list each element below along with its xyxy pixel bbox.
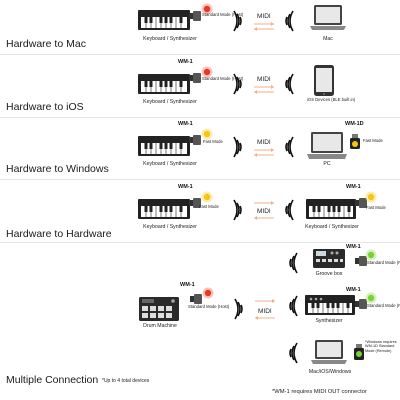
source-device-label: Keyboard / Synthesizer — [143, 161, 197, 167]
target-adapter-label: WM-1 — [346, 287, 361, 293]
row-title: Hardware to Mac — [6, 38, 86, 50]
led-yellow-icon — [365, 191, 377, 203]
wireless-waves-icon — [234, 298, 243, 320]
adapter-icon — [355, 198, 367, 208]
row-title: Hardware to Hardware — [6, 228, 112, 240]
bidirectional-arrow-icon — [254, 85, 274, 94]
bidirectional-arrow-icon — [254, 22, 274, 31]
bidirectional-arrow-icon — [255, 299, 275, 320]
multi-note: *Up to 4 total devices — [102, 378, 150, 384]
dest-adapter-label: WM-1 — [346, 184, 361, 190]
led-yellow-icon — [201, 191, 213, 203]
wireless-waves-icon — [285, 10, 294, 32]
dest-device-label: Keyboard / Synthesizer — [305, 224, 359, 230]
target-device-label: Mac/iOS/Windows — [308, 369, 352, 375]
usb-dongle-icon — [350, 134, 360, 149]
row-title: Multiple Connection — [6, 374, 99, 386]
adapter-icon — [190, 294, 202, 304]
source-mode-text: Standard Mode (Host) — [188, 304, 230, 309]
target-device-label: Groove box — [315, 271, 343, 277]
dest-mode-text: Fast Mode — [363, 138, 383, 143]
dest-device-label: PC — [323, 161, 331, 167]
led-red-icon — [201, 3, 213, 15]
wireless-waves-icon — [285, 199, 294, 221]
adapter-model-label: WM-1 — [180, 282, 195, 288]
source-device-label: Keyboard / Synthesizer — [143, 99, 197, 105]
tablet-icon — [314, 65, 334, 96]
link-label: MIDI — [257, 208, 271, 215]
keyboard-icon — [138, 10, 190, 30]
adapter-icon — [355, 299, 367, 309]
keyboard-icon — [138, 136, 190, 156]
wireless-waves-icon — [289, 342, 298, 364]
laptop-icon — [310, 5, 346, 30]
adapter-model-label: WM-1 — [178, 184, 193, 190]
keyboard-icon — [306, 199, 356, 219]
row-title: Hardware to Windows — [6, 163, 109, 175]
drum-machine-icon — [139, 297, 179, 321]
bidirectional-arrow-icon — [254, 201, 274, 220]
wireless-waves-icon — [233, 10, 242, 32]
adapter-model-label: WM-1 — [178, 121, 193, 127]
laptop-icon — [311, 340, 347, 364]
laptop-icon — [307, 132, 347, 159]
adapter-icon — [189, 73, 201, 83]
target-mode-text: *Windows requires WM-1D Standard Mode (R… — [365, 340, 397, 353]
led-red-icon — [201, 66, 213, 78]
link-label: MIDI — [257, 76, 271, 83]
led-red-icon — [202, 287, 214, 299]
adapter-icon — [355, 256, 367, 266]
source-device-label: Keyboard / Synthesizer — [143, 224, 197, 230]
target-mode-text: Standard Mode (Remote) — [367, 260, 400, 265]
wireless-waves-icon — [285, 73, 294, 95]
dest-mode-text: Fast Mode — [366, 205, 386, 210]
keyboard-icon — [138, 74, 190, 94]
source-mode-text: Standard Mode (Host) — [202, 76, 244, 81]
row-divider — [0, 242, 400, 243]
row-divider — [0, 117, 400, 118]
groove-box-icon — [313, 249, 345, 268]
synthesizer-icon — [305, 295, 355, 315]
wireless-waves-icon — [233, 73, 242, 95]
led-green-icon — [365, 292, 377, 304]
wireless-waves-icon — [289, 252, 298, 274]
row-divider — [0, 54, 400, 55]
led-yellow-icon — [201, 128, 213, 140]
wireless-waves-icon — [285, 136, 294, 158]
source-device-label: Keyboard / Synthesizer — [143, 36, 197, 42]
row-divider — [0, 179, 400, 180]
wireless-waves-icon — [233, 199, 242, 221]
target-adapter-label: WM-1 — [346, 244, 361, 250]
wireless-waves-icon — [289, 295, 298, 317]
source-mode-text: Fast Mode — [199, 204, 219, 209]
dest-device-label: iOS Devices (BLE built in) — [307, 97, 356, 102]
adapter-icon — [189, 11, 201, 21]
usb-dongle-icon — [354, 344, 364, 360]
wireless-waves-icon — [233, 136, 242, 158]
keyboard-icon — [138, 199, 190, 219]
source-mode-text: Fast Mode — [203, 139, 223, 144]
led-green-icon — [365, 249, 377, 261]
link-label: MIDI — [258, 308, 272, 315]
row-title: Hardware to iOS — [6, 101, 84, 113]
dest-adapter-label: WM-1D — [345, 121, 364, 127]
footer-note: *WM-1 requires MIDI OUT connector — [272, 389, 367, 395]
target-mode-text: Standard Mode (Remote) — [367, 303, 400, 308]
source-mode-text: Standard Mode (Host) — [202, 12, 244, 17]
target-device-label: Synthesizer — [315, 318, 343, 324]
source-device-label: Drum Machine — [143, 323, 177, 329]
bidirectional-arrow-icon — [254, 148, 274, 157]
dest-device-label: Mac — [323, 36, 333, 42]
link-label: MIDI — [257, 139, 271, 146]
link-label: MIDI — [257, 13, 271, 20]
adapter-icon — [189, 135, 201, 145]
adapter-model-label: WM-1 — [178, 59, 193, 65]
adapter-icon — [189, 198, 201, 208]
